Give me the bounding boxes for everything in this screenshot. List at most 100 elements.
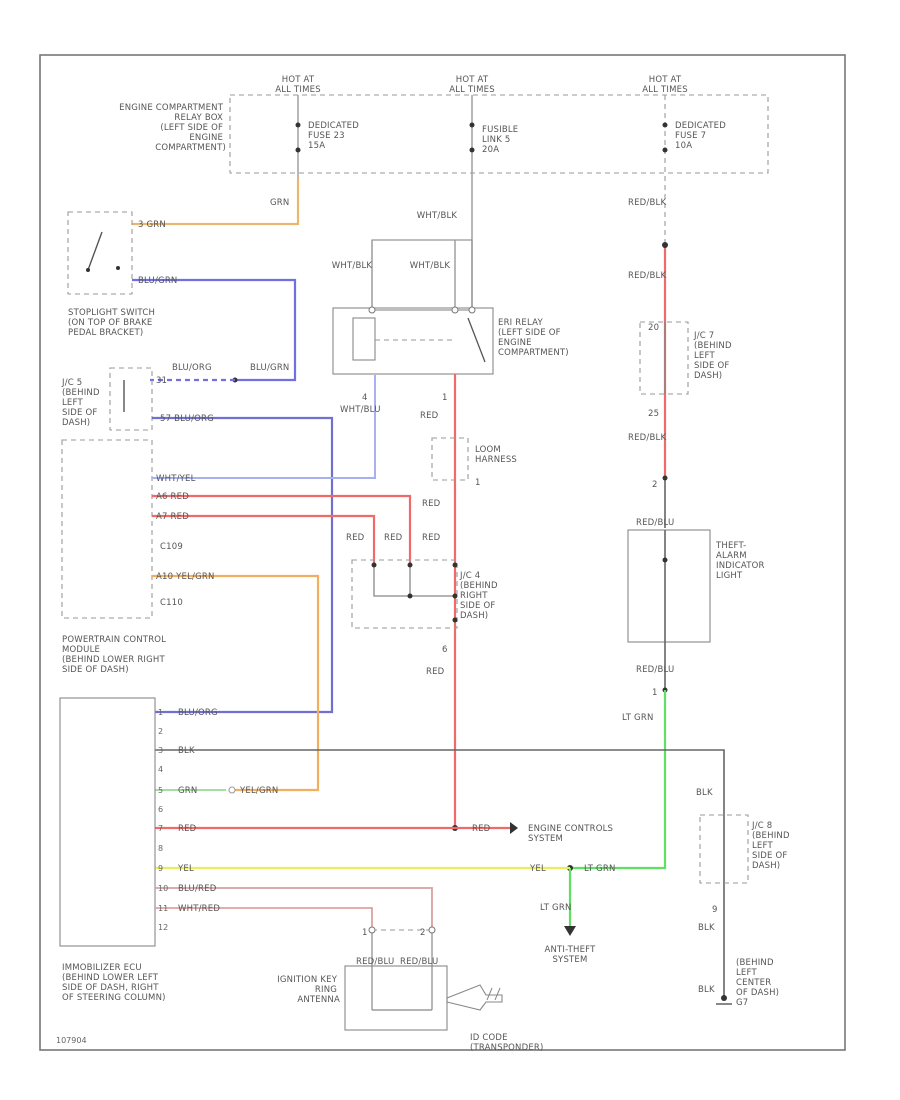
pcm-outline [61, 439, 153, 619]
pin-label: 1 [475, 478, 481, 488]
wire-label: LT GRN [584, 864, 616, 874]
wire-label: WHT/BLU [340, 405, 381, 415]
wire-label: WHT/BLK [410, 261, 451, 271]
diagram-frame [39, 54, 846, 1051]
pin-label: 31 [156, 376, 167, 386]
jc4-label: J/C 4 (BEHIND RIGHT SIDE OF DASH) [459, 571, 501, 621]
wire-label: RED/BLU [356, 957, 394, 967]
wire-label: A6 RED [156, 492, 189, 502]
wire-label: RED/BLK [628, 271, 666, 281]
wire-label: BLU/RED [178, 884, 217, 894]
ecu-pin: 5 [158, 786, 163, 795]
wire-label: RED/BLU [636, 518, 674, 528]
jc5-label: J/C 5 (BEHIND LEFT SIDE OF DASH) [61, 378, 103, 428]
stoplight-switch [67, 211, 133, 295]
jc7-label: J/C 7 (BEHIND LEFT SIDE OF DASH) [693, 331, 735, 381]
wire-label: 3 GRN [138, 220, 166, 230]
relay-box-label: ENGINE COMPARTMENT RELAY BOX (LEFT SIDE … [119, 103, 226, 153]
wire-label: BLU/GRN [250, 363, 289, 373]
wire-label: RED [346, 533, 365, 543]
relay-box-outline [229, 94, 769, 174]
wire-label: GRN [178, 786, 197, 796]
ecu-pin: 10 [158, 884, 168, 893]
wire-label: WHT/BLK [332, 261, 373, 271]
wire-label: WHT/YEL [156, 474, 196, 484]
wire-label: GRN [270, 198, 289, 208]
ecu-pin: 6 [158, 805, 163, 814]
wire-label: RED [426, 667, 445, 677]
ecu-pin: 1 [158, 708, 163, 717]
ecu-pin: 7 [158, 824, 163, 833]
connector-label: C109 [160, 542, 183, 552]
loom-harness [431, 437, 469, 481]
jc5 [109, 367, 153, 431]
id-code-label: ID CODE(TRANSPONDER) [470, 1033, 544, 1053]
pin-label: 2 [420, 928, 426, 938]
wire-label: BLK [178, 746, 195, 756]
ecu-pin: 2 [158, 727, 163, 736]
wire-label: RED [422, 499, 441, 509]
wire-label: BLU/ORG [172, 363, 212, 373]
stoplight-switch-label: STOPLIGHT SWITCH (ON TOP OF BRAKE PEDAL … [68, 308, 158, 338]
pcm-label: POWERTRAIN CONTROL MODULE (BEHIND LOWER … [62, 635, 169, 675]
wire-label: WHT/RED [178, 904, 220, 914]
wire-label: YEL/GRN [239, 786, 278, 796]
wire-label: LT GRN [622, 713, 654, 723]
ecu-pin: 3 [158, 746, 163, 755]
wire-label: RED [422, 533, 441, 543]
wire-label: 57 BLU/ORG [160, 414, 214, 424]
pin-label: 2 [652, 480, 658, 490]
wire-label: YEL [177, 864, 194, 874]
wire-label: BLU/ORG [178, 708, 218, 718]
wire-grn [132, 178, 300, 226]
wire-label: RED/BLK [628, 433, 666, 443]
ignition-antenna-label: IGNITION KEY RING ANTENNA [277, 975, 340, 1005]
ecu-pin: 12 [158, 923, 168, 932]
eri-relay-label: ERI RELAY (LEFT SIDE OF ENGINE COMPARTME… [498, 318, 569, 358]
wire-label: WHT/BLK [417, 211, 458, 221]
pin-label: 1 [362, 928, 368, 938]
wire-label: RED [384, 533, 403, 543]
theft-alarm-indicator [627, 529, 711, 643]
eri-relay-top [371, 239, 473, 311]
immobilizer-label: IMMOBILIZER ECU (BEHIND LOWER LEFT SIDE … [62, 963, 166, 1003]
pin-label: 25 [648, 409, 659, 419]
wire-label: A7 RED [156, 512, 189, 522]
wire-label: BLK [698, 923, 715, 933]
wire-label: BLU/GRN [138, 276, 177, 286]
connector-label: C110 [160, 598, 183, 608]
theft-indicator-label: THEFT- ALARM INDICATOR LIGHT [715, 541, 768, 581]
pin-label: 1 [652, 688, 658, 698]
ecu-pin: 4 [158, 765, 163, 774]
wire-label: A10 YEL/GRN [156, 572, 215, 582]
jc8 [699, 814, 749, 884]
ecu-pin: 8 [158, 844, 163, 853]
figure-id: 107904 [56, 1036, 87, 1045]
ecu-pin: 9 [158, 864, 163, 873]
pin-label: 6 [442, 645, 448, 655]
pin-label: 9 [712, 905, 718, 915]
pin-label: 1 [442, 393, 448, 403]
wire-label: RED [420, 411, 439, 421]
wire-label: RED/BLU [636, 665, 674, 675]
wire-label: RED/BLU [400, 957, 438, 967]
wire-label: RED/BLK [628, 198, 666, 208]
eri-relay [332, 307, 494, 375]
key-icon [446, 984, 503, 1011]
ecu-pin: 11 [158, 904, 168, 913]
jc8-label: J/C 8 (BEHIND LEFT SIDE OF DASH) [751, 821, 793, 871]
pin-label: 20 [648, 323, 659, 333]
jc4 [351, 559, 458, 629]
immobilizer-ecu [59, 697, 156, 947]
wire-label: RED [472, 824, 491, 834]
